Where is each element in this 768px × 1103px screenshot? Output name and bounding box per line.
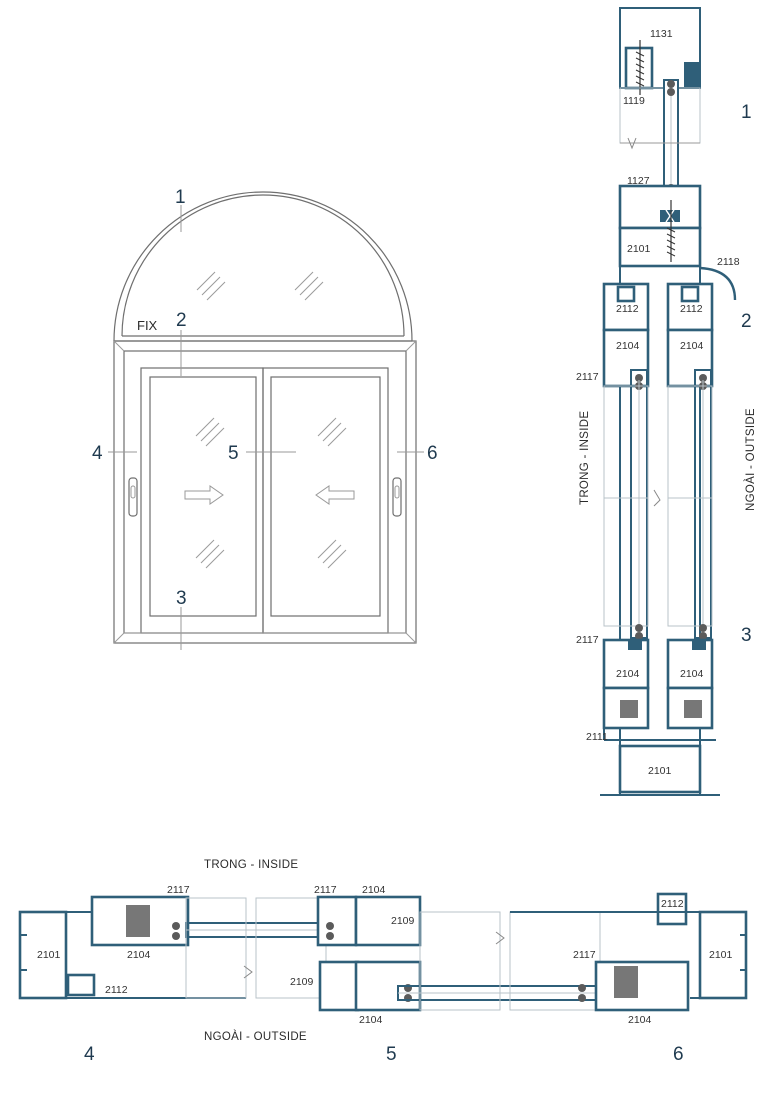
code-2104-middle-bottom: 2104 bbox=[359, 1014, 383, 1026]
code-2117-bottom: 2117 bbox=[576, 634, 599, 646]
code-2118: 2118 bbox=[717, 256, 740, 268]
code-1127: 1127 bbox=[627, 175, 650, 187]
code-2104-top-right: 2104 bbox=[680, 340, 704, 352]
code-2101-right: 2101 bbox=[709, 949, 733, 961]
code-2109-left: 2109 bbox=[290, 976, 314, 988]
inside-label-horizontal: TRONG - INSIDE bbox=[204, 859, 298, 871]
outer-frame bbox=[113, 340, 417, 644]
outside-label-vertical: NGOÀI - OUTSIDE bbox=[744, 408, 757, 511]
code-2112-left: 2112 bbox=[616, 303, 639, 315]
code-2104-right: 2104 bbox=[628, 1014, 652, 1026]
code-2104-left: 2104 bbox=[127, 949, 151, 961]
code-2104-middle-top: 2104 bbox=[362, 884, 386, 896]
section-callout-4: 4 bbox=[84, 1044, 95, 1065]
slide-right-arrow-icon bbox=[184, 485, 224, 505]
window-elevation: FIX 1 2 3 4 5 6 bbox=[92, 187, 438, 650]
section-callout-3: 3 bbox=[741, 625, 752, 646]
code-2112-left: 2112 bbox=[105, 984, 128, 996]
code-1119: 1119 bbox=[623, 95, 645, 107]
arch-outer bbox=[113, 191, 413, 342]
callout-4: 4 bbox=[92, 443, 103, 464]
code-2101-top: 2101 bbox=[627, 243, 651, 255]
callout-2: 2 bbox=[176, 310, 187, 331]
top-sash-profiles bbox=[602, 282, 714, 390]
section-callout-1: 1 bbox=[741, 102, 752, 123]
code-2101-left: 2101 bbox=[37, 949, 61, 961]
vertical-section: 1131 1119 1127 2101 2118 2112 2112 2104 … bbox=[576, 7, 757, 796]
arch-inner bbox=[121, 194, 405, 337]
inside-label-vertical: TRONG - INSIDE bbox=[579, 411, 591, 505]
code-2112-right: 2112 bbox=[680, 303, 703, 315]
slide-left-arrow-icon bbox=[315, 485, 355, 505]
code-2111: 2111 bbox=[586, 731, 608, 743]
section-callout-2: 2 bbox=[741, 311, 752, 332]
code-2117-right: 2117 bbox=[573, 949, 596, 961]
callout-3: 3 bbox=[176, 588, 187, 609]
callout-5: 5 bbox=[228, 443, 239, 464]
right-handle-icon bbox=[392, 477, 402, 517]
horizontal-section: TRONG - INSIDE NGOÀI - OUTSIDE 2101 2117… bbox=[18, 859, 748, 1065]
right-sash bbox=[262, 367, 389, 634]
code-2117-top: 2117 bbox=[576, 371, 599, 383]
left-sash bbox=[140, 367, 264, 634]
outside-label-horizontal: NGOÀI - OUTSIDE bbox=[204, 1030, 307, 1043]
fix-label: FIX bbox=[137, 318, 158, 333]
code-2104-bottom-right: 2104 bbox=[680, 668, 704, 680]
code-1131: 1131 bbox=[650, 28, 673, 40]
code-2104-top-left: 2104 bbox=[616, 340, 640, 352]
code-2101-bottom: 2101 bbox=[648, 765, 672, 777]
section-callout-6: 6 bbox=[673, 1044, 684, 1065]
callout-6: 6 bbox=[427, 443, 438, 464]
bottom-sash-profiles bbox=[602, 624, 714, 730]
callout-1: 1 bbox=[175, 187, 186, 208]
code-2117-left: 2117 bbox=[167, 884, 190, 896]
section-callout-5: 5 bbox=[386, 1044, 397, 1065]
code-2109-right: 2109 bbox=[391, 915, 415, 927]
code-2112-right: 2112 bbox=[661, 898, 684, 910]
code-2117-middle: 2117 bbox=[314, 884, 337, 896]
code-2104-bottom-left: 2104 bbox=[616, 668, 640, 680]
left-handle-icon bbox=[128, 477, 138, 517]
